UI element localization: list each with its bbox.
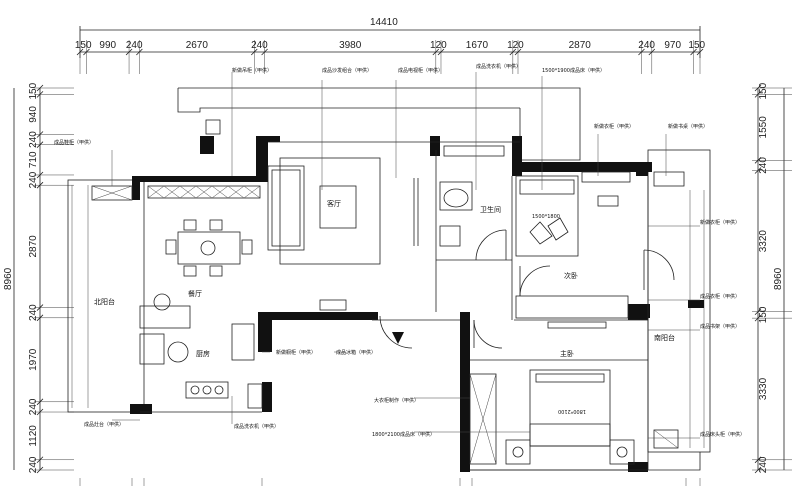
- left-dimension-lines: [13, 84, 74, 474]
- top-dimension-lines: [76, 26, 704, 74]
- left-dim-7: 1970: [28, 348, 39, 371]
- walls: [130, 136, 704, 472]
- overall-height-label-left: 8960: [3, 267, 14, 290]
- kitchen-fixtures: [139, 293, 347, 409]
- right-dim-2: 240: [758, 157, 769, 174]
- left-dim-1: 940: [28, 106, 39, 123]
- top-dim-12: 150: [688, 40, 705, 51]
- overall-height-label-right: 8960: [773, 267, 784, 290]
- left-dim-3: 710: [28, 151, 39, 168]
- top-dim-3: 2670: [186, 40, 209, 51]
- left-dim-5: 2870: [28, 235, 39, 258]
- room-balcony-left: 北阳台: [94, 297, 115, 306]
- right-dim-0: 150: [758, 82, 769, 99]
- top-dim-11: 970: [664, 40, 681, 51]
- balcony-fixtures: [653, 171, 685, 449]
- note-bottom-c: 大衣柜制作（甲供）: [374, 397, 419, 404]
- bottom-dimension-ticks: [79, 478, 701, 486]
- bed-size-master: 1800*2100: [558, 408, 586, 414]
- left-dim-8: 240: [28, 398, 39, 415]
- note-right-c: 新做衣柜（甲供）: [700, 219, 740, 226]
- right-dim-6: 240: [758, 456, 769, 473]
- left-dim-4: 240: [28, 171, 39, 188]
- note-right-a: 成品衣柜（甲供）: [700, 293, 740, 300]
- note-top-f: 新做衣柜（甲供）: [594, 123, 634, 130]
- right-dimension-values: 150 1550 240 3320 150 3330 240: [758, 82, 769, 473]
- note-mid-b: 成品冰箱（甲供）: [336, 349, 376, 356]
- left-dimension-values: 150 940 240 710 240 2870 240 1970 240 1120 240: [28, 82, 39, 473]
- partitions: [140, 141, 649, 471]
- bed-size-small: 1500*1800: [532, 214, 560, 220]
- plan-outline: [67, 87, 711, 471]
- second-bedroom-furniture: [515, 171, 631, 319]
- note-top-b: 成品沙发组合（甲供）: [322, 67, 372, 74]
- note-top-c: 成品电视柜（甲供）: [398, 67, 443, 74]
- top-dim-4: 240: [251, 40, 268, 51]
- note-top-d: 成品洗衣机（甲供）: [476, 63, 521, 70]
- living-room-furniture: [267, 157, 419, 265]
- top-dim-1: 990: [99, 40, 116, 51]
- room-dining: 餐厅: [188, 289, 202, 298]
- left-dim-2: 240: [28, 131, 39, 148]
- dining-table: [165, 219, 253, 277]
- left-dim-9: 1120: [28, 425, 39, 447]
- note-bottom-a: 成品灶台（甲供）: [84, 421, 124, 428]
- upper-cabinet-hatch: [91, 185, 261, 201]
- top-dimension-values: 150 990 240 2670 240 3980 120 1670 120 2870 240 970…: [75, 40, 706, 51]
- right-dim-3: 3320: [758, 230, 769, 253]
- left-dim-10: 240: [28, 456, 39, 473]
- note-top-g: 新做书桌（甲供）: [668, 123, 708, 130]
- note-left-a: 成品鞋柜（甲供）: [54, 139, 94, 146]
- leader-lines: [111, 72, 700, 439]
- right-dim-5: 3330: [758, 377, 769, 400]
- master-bedroom-furniture: [469, 321, 635, 465]
- note-top-a: 新做吊柜（甲供）: [232, 67, 272, 74]
- top-dim-6: 120: [430, 40, 447, 51]
- top-dim-9: 2870: [569, 40, 592, 51]
- left-dim-6: 240: [28, 304, 39, 321]
- right-dimension-lines: [752, 84, 792, 474]
- note-mid-a: 新做橱柜（甲供）: [276, 349, 316, 356]
- washer-top: [205, 119, 221, 135]
- top-dim-2: 240: [126, 40, 143, 51]
- bathroom-fixtures: [439, 145, 507, 261]
- top-dim-0: 150: [75, 40, 92, 51]
- left-dim-0: 150: [28, 82, 39, 99]
- note-bottom-b: 成品洗衣机（甲供）: [234, 423, 279, 430]
- top-dim-8: 120: [507, 40, 524, 51]
- room-master-bedroom: 主卧: [560, 349, 574, 358]
- room-bathroom: 卫生间: [480, 205, 501, 214]
- doors: [379, 249, 675, 349]
- room-living: 客厅: [327, 199, 341, 208]
- top-dim-5: 3980: [339, 40, 362, 51]
- room-balcony-right: 南阳台: [654, 333, 675, 342]
- overall-width-label: 14410: [370, 17, 398, 28]
- note-bottom-d: 1800*2100成品床（甲供）: [372, 431, 435, 438]
- note-bottom-e: 成品床头柜（甲供）: [700, 431, 745, 438]
- note-top-e: 1500*1900成品床（甲供）: [542, 67, 605, 74]
- note-right-b: 成品书架（甲供）: [700, 323, 740, 330]
- top-dim-7: 1670: [466, 40, 489, 51]
- room-kitchen: 厨房: [196, 349, 210, 358]
- right-dim-4: 150: [758, 306, 769, 323]
- right-dim-1: 1550: [758, 116, 769, 139]
- room-second-bedroom: 次卧: [564, 271, 578, 280]
- top-dim-10: 240: [638, 40, 655, 51]
